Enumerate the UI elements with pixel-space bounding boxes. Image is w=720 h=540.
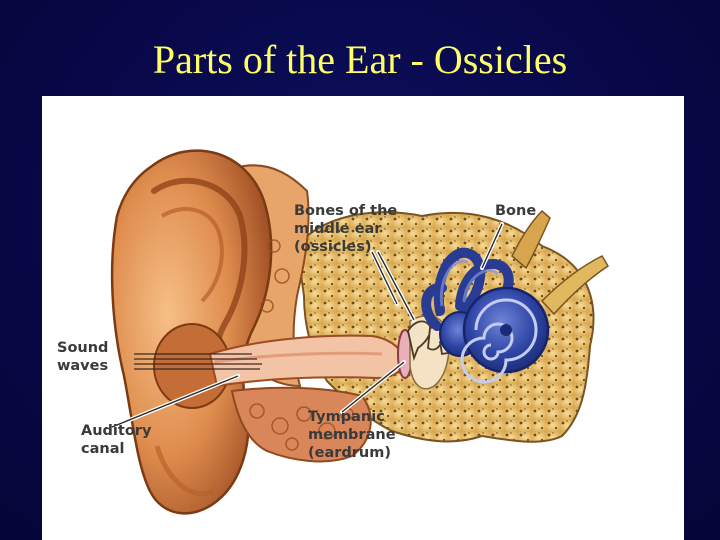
ossicle-leader-1	[371, 251, 398, 305]
bone-wedge	[511, 209, 551, 270]
ear-diagram: Bones of the middle ear (ossicles) Bone …	[42, 96, 684, 540]
ossicle-leader-2	[377, 251, 415, 321]
slide-title: Parts of the Ear - Ossicles	[152, 37, 568, 82]
label-ossicles: Bones of the middle ear (ossicles)	[294, 203, 398, 255]
auditory-nerve	[540, 255, 610, 316]
bone-leader	[481, 223, 503, 269]
lower-tissue	[230, 386, 372, 463]
canal-highlights	[439, 259, 500, 307]
earlobe	[154, 445, 216, 497]
label-sound-waves: Sound waves	[57, 340, 109, 374]
ear-illustration	[110, 149, 610, 515]
canal-leader	[111, 375, 239, 428]
cochlea	[460, 286, 550, 384]
label-tympanic-membrane: Tympanic membrane (eardrum)	[308, 409, 396, 461]
label-auditory-canal: Auditory canal	[81, 423, 152, 457]
sound-wave-lines	[134, 353, 262, 370]
label-bone: Bone	[495, 203, 537, 219]
antihelix	[160, 206, 224, 303]
tissue-texture	[249, 239, 354, 451]
eardrum-leader	[341, 361, 405, 413]
